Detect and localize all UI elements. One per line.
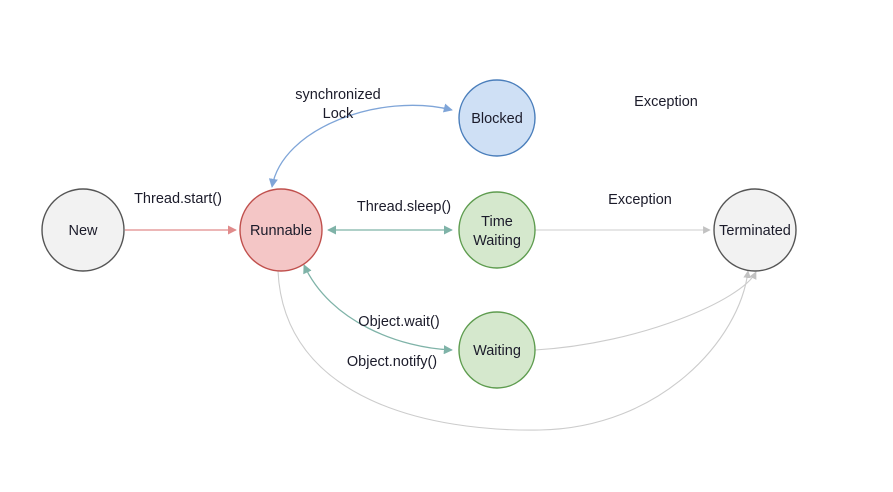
edge-layer: Exception Exception Thread.start() synch…: [125, 87, 757, 431]
node-circle-terminated[interactable]: [713, 188, 797, 272]
edge-blocked-to-terminated: Exception: [535, 94, 711, 234]
edge-path-time-waiting-to-terminated: [534, 271, 757, 351]
node-waiting[interactable]: Waiting: [458, 311, 536, 389]
edge-path-runnable-to-waiting: [303, 264, 453, 355]
edge-new-to-runnable: Thread.start(): [125, 191, 237, 235]
edge-runnable-to-blocked: synchronized Lock: [268, 87, 453, 188]
edge-runnable-to-waiting: Object.wait() Object.notify(): [303, 264, 453, 370]
edge-label-object-notify: Object.notify(): [347, 354, 437, 370]
edge-waiting-to-terminated: [277, 270, 752, 431]
node-runnable[interactable]: Runnable: [239, 188, 323, 272]
edge-label-thread-start: Thread.start(): [134, 191, 222, 207]
node-circle-waiting[interactable]: [458, 311, 536, 389]
node-time-waiting[interactable]: Time Waiting: [458, 191, 536, 269]
node-terminated[interactable]: Terminated: [713, 188, 797, 272]
node-circle-new[interactable]: [41, 188, 125, 272]
node-blocked[interactable]: Blocked: [458, 79, 536, 157]
node-circle-blocked[interactable]: [458, 79, 536, 157]
edge-path-waiting-to-terminated: [277, 270, 752, 431]
node-circle-runnable[interactable]: [239, 188, 323, 272]
edge-label-object-wait: Object.wait(): [358, 314, 439, 330]
node-new[interactable]: New: [41, 188, 125, 272]
node-layer: New Runnable Blocked Time Waiting Waitin…: [41, 79, 797, 389]
node-circle-time-waiting[interactable]: [458, 191, 536, 269]
edge-label-time-waiting-exception: Exception: [608, 192, 672, 208]
edge-label-lock: Lock: [323, 106, 354, 122]
edge-label-blocked-exception: Exception: [634, 94, 698, 110]
edge-label-thread-sleep: Thread.sleep(): [357, 199, 451, 215]
edge-path-runnable-to-blocked: [268, 103, 453, 188]
edge-time-waiting-to-terminated: Exception: [534, 192, 757, 351]
edge-runnable-to-time-waiting: Thread.sleep(): [327, 199, 453, 235]
edge-label-synchronized: synchronized: [295, 87, 380, 103]
